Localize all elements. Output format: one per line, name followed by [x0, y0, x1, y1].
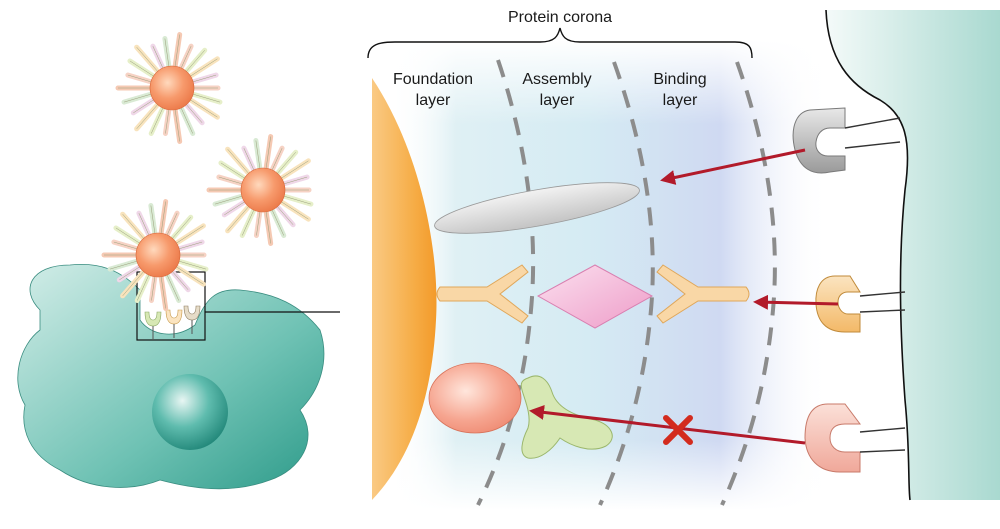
- corona-protein-outline: [166, 273, 179, 301]
- green-y-protein: [520, 375, 613, 459]
- corona-protein-outline: [119, 265, 142, 281]
- arrow-to-grey-protein: [660, 148, 806, 185]
- corona-protein-outline: [220, 162, 247, 180]
- layer-label-assembly: Assembly: [522, 71, 591, 88]
- corona-protein-outline: [152, 46, 164, 70]
- nanoparticle-core: [135, 232, 181, 278]
- corona-protein-outline: [214, 195, 244, 205]
- corona-protein-outline: [227, 204, 251, 231]
- corona-protein-outline: [138, 213, 150, 237]
- cell-body: [17, 264, 325, 490]
- corona-protein-outline: [275, 204, 294, 225]
- antibody-right: [656, 264, 750, 324]
- layer-label-assembly-sub: layer: [540, 92, 575, 109]
- arrow-to-antibody: [753, 294, 839, 310]
- boundary-binding-outer: [720, 61, 777, 506]
- cell-membrane: [826, 10, 1000, 500]
- blocked-cross-icon: [663, 415, 693, 445]
- nanoparticle-core: [240, 167, 286, 213]
- corona-protein-outline: [174, 265, 204, 285]
- layer-label-foundation-sub: layer: [416, 92, 451, 109]
- corona-protein-outline: [123, 93, 153, 103]
- receptor-pink: [804, 403, 906, 473]
- corona-protein-outline: [109, 260, 139, 270]
- corona-protein-outline: [170, 217, 191, 241]
- corona-protein-outline: [255, 140, 261, 171]
- corona-protein-outline: [227, 149, 251, 176]
- arrow-blocked: [529, 404, 806, 445]
- corona-protein-outline: [160, 201, 166, 236]
- corona-protein-outline: [265, 209, 271, 244]
- nanoparticle-surface: [360, 78, 437, 500]
- corona-protein-outline: [271, 148, 283, 172]
- inset-receptors: [144, 305, 201, 340]
- corona-protein-outline: [115, 227, 142, 245]
- cell-overview: [17, 32, 370, 490]
- corona-protein-outline: [166, 213, 178, 237]
- grey-elongated-protein: [434, 182, 640, 234]
- corona-protein-outline: [188, 58, 218, 78]
- corona-protein-outline: [165, 107, 170, 134]
- corona-protein-outline: [275, 152, 296, 176]
- corona-protein-outline: [191, 93, 221, 103]
- corona-protein-outline: [151, 274, 156, 301]
- nanoparticle-core: [149, 65, 195, 111]
- corona-protein-outline: [133, 98, 156, 114]
- corona-protein-outline: [271, 208, 284, 236]
- corona-protein-outline: [265, 136, 271, 171]
- boundary-assembly-binding: [598, 61, 655, 506]
- corona-protein-outline: [160, 274, 166, 309]
- layer-label-foundation: Foundation: [393, 71, 473, 88]
- antibody-left: [436, 264, 529, 324]
- corona-protein-outline: [184, 102, 203, 123]
- corona-protein-outline: [180, 46, 192, 70]
- boundary-foundation-assembly: [476, 59, 536, 506]
- corona-title: Protein corona: [508, 9, 612, 26]
- corona-protein-outline: [177, 260, 207, 270]
- corona-bracket: [367, 27, 753, 59]
- corona-protein-outline: [174, 34, 180, 69]
- corona-protein-outline: [129, 60, 156, 78]
- corona-protein-outline: [243, 148, 255, 172]
- corona-protein-outline: [122, 214, 146, 241]
- nanoparticle-with-corona: [101, 199, 209, 311]
- corona-protein-outline: [137, 273, 150, 301]
- corona-protein-outline: [122, 269, 146, 296]
- nanoparticle-with-corona: [115, 32, 223, 144]
- corona-protein-outline: [184, 50, 205, 74]
- pink-diamond-protein: [536, 264, 654, 329]
- corona-protein-outline: [177, 241, 203, 250]
- corona-protein-outline: [282, 176, 308, 185]
- receptor-grey: [792, 107, 901, 174]
- nanoparticle-with-corona: [206, 134, 314, 246]
- corona-protein-outline: [174, 225, 204, 245]
- corona-protein-outline: [164, 38, 170, 69]
- salmon-sphere-protein: [428, 362, 522, 434]
- corona-protein-outline: [174, 107, 180, 142]
- corona-protein-outline: [127, 74, 153, 83]
- corona-protein-outline: [150, 205, 156, 236]
- corona-protein-outline: [188, 98, 218, 118]
- corona-protein-outline: [218, 176, 244, 185]
- layer-label-binding: Binding: [653, 71, 706, 88]
- corona-protein-outline: [256, 209, 261, 236]
- corona-protein-outline: [279, 200, 309, 220]
- cell-nucleus: [152, 374, 228, 450]
- corona-protein-outline: [282, 195, 312, 205]
- corona-protein-outline: [113, 241, 139, 250]
- corona-detail: Protein corona Foundation layer Assembly…: [340, 9, 1000, 510]
- corona-protein-outline: [170, 269, 189, 290]
- corona-protein-outline: [224, 200, 247, 216]
- layer-label-binding-sub: layer: [663, 92, 698, 109]
- corona-protein-outline: [242, 208, 255, 236]
- corona-protein-outline: [279, 160, 309, 180]
- corona-protein-outline: [180, 106, 193, 134]
- corona-protein-outline: [151, 106, 164, 134]
- corona-protein-outline: [136, 102, 160, 129]
- corona-protein-outline: [136, 47, 160, 74]
- corona-protein-outline: [191, 74, 217, 83]
